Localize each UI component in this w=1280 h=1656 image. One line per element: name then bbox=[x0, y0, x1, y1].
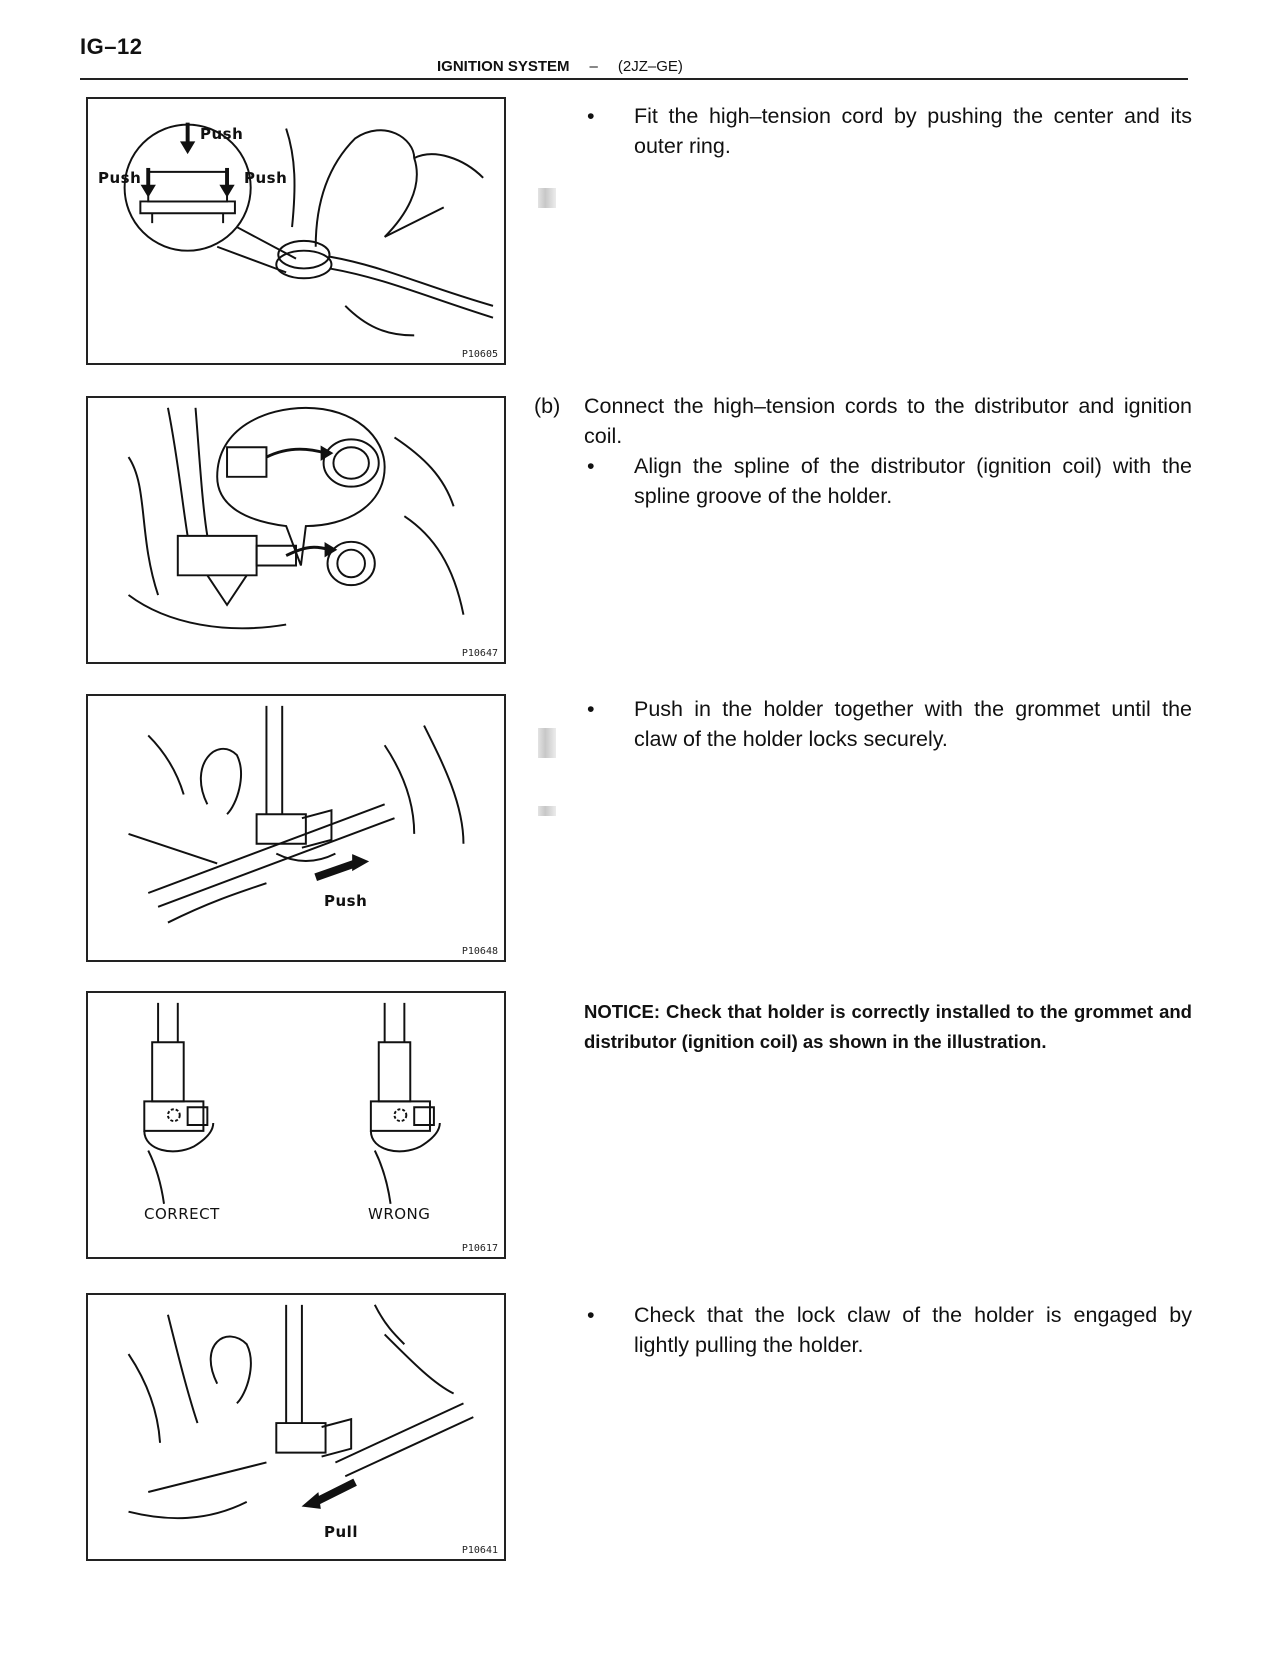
step-label: (b) bbox=[534, 394, 561, 418]
instruction-push-holder: • Push in the holder together with the g… bbox=[534, 694, 1192, 754]
header-separator: – bbox=[589, 58, 598, 75]
bullet-text: Check that the lock claw of the holder i… bbox=[634, 1303, 1192, 1357]
notice-text: NOTICE: Check that holder is correctly i… bbox=[584, 1001, 1192, 1052]
step-text: Connect the high–tension cords to the di… bbox=[584, 394, 1192, 448]
push-holder-illustration bbox=[128, 705, 465, 924]
push-label: Push bbox=[324, 892, 368, 910]
instruction-step-b: (b) Connect the high–tension cords to th… bbox=[534, 391, 1192, 511]
scan-artifact bbox=[538, 806, 556, 816]
wrong-label: WRONG bbox=[368, 1205, 431, 1223]
correct-wrong-illustration bbox=[143, 1002, 441, 1204]
figure-code: P10617 bbox=[461, 1243, 498, 1254]
push-cord-illustration bbox=[123, 122, 494, 337]
scan-artifact bbox=[538, 188, 556, 208]
bullet-item: • Push in the holder together with the g… bbox=[534, 694, 1192, 754]
bullet-item: • Check that the lock claw of the holder… bbox=[534, 1300, 1192, 1360]
figure-code: P10648 bbox=[461, 946, 498, 957]
step-item: (b) Connect the high–tension cords to th… bbox=[534, 391, 1192, 451]
bullet-text: Fit the high–tension cord by pushing the… bbox=[634, 104, 1192, 158]
instruction-check-claw: • Check that the lock claw of the holder… bbox=[534, 1300, 1192, 1360]
figure-push-holder: Push P10648 bbox=[86, 694, 506, 962]
push-label-top: Push bbox=[200, 125, 244, 143]
bullet-item: • Align the spline of the distributor (i… bbox=[534, 451, 1192, 511]
figure-push-cord: Push Push Push P10605 bbox=[86, 97, 506, 365]
bullet-dot: • bbox=[587, 1303, 595, 1327]
page-number: IG–12 bbox=[80, 34, 143, 59]
pull-label: Pull bbox=[324, 1523, 358, 1541]
figure-code: P10641 bbox=[461, 1545, 498, 1556]
figure-code: P10647 bbox=[461, 648, 498, 659]
bullet-dot: • bbox=[587, 454, 595, 478]
bullet-text: Align the spline of the distributor (ign… bbox=[634, 454, 1192, 508]
section-title: IGNITION SYSTEM bbox=[437, 58, 570, 75]
scan-artifact bbox=[538, 728, 556, 758]
align-spline-illustration bbox=[127, 406, 465, 630]
bullet-dot: • bbox=[587, 697, 595, 721]
bullet-dot: • bbox=[587, 104, 595, 128]
push-label-left: Push bbox=[98, 169, 142, 187]
header-rule bbox=[80, 78, 1188, 80]
instruction-fit-cord: • Fit the high–tension cord by pushing t… bbox=[534, 101, 1192, 161]
push-label-right: Push bbox=[244, 169, 288, 187]
figure-pull-holder: Pull P10641 bbox=[86, 1293, 506, 1561]
engine-code: (2JZ–GE) bbox=[617, 58, 683, 75]
figure-align-spline: P10647 bbox=[86, 396, 506, 664]
figure-code: P10605 bbox=[461, 349, 498, 360]
bullet-text: Push in the holder together with the gro… bbox=[634, 697, 1192, 751]
bullet-item: • Fit the high–tension cord by pushing t… bbox=[534, 101, 1192, 161]
correct-label: CORRECT bbox=[144, 1205, 220, 1223]
pull-holder-illustration bbox=[127, 1304, 474, 1520]
figure-correct-wrong: CORRECT WRONG P10617 bbox=[86, 991, 506, 1259]
running-head: IGNITION SYSTEM – (2JZ–GE) bbox=[437, 58, 683, 75]
